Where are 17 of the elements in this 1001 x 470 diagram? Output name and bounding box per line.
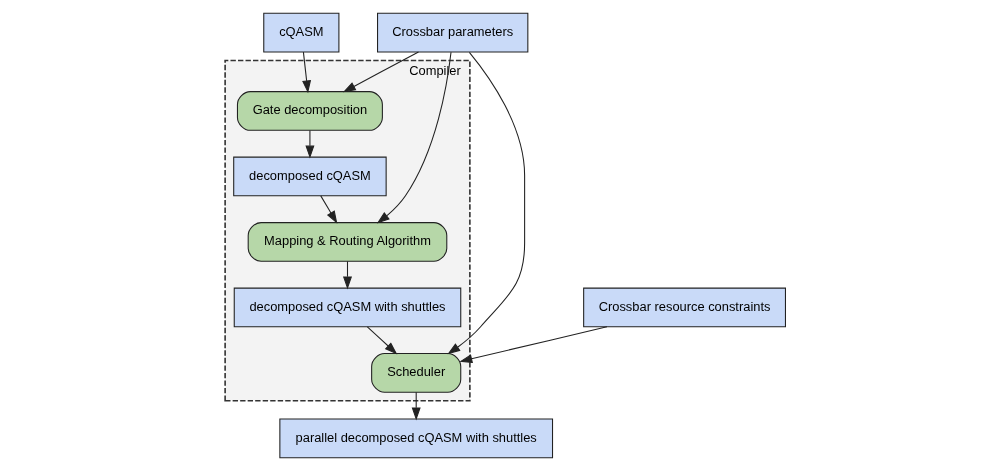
node-box: Crossbar parameters xyxy=(376,12,528,52)
node-box: Scheduler xyxy=(370,352,461,393)
node-box: Mapping & Routing Algorithm xyxy=(247,221,447,262)
node-box: parallel decomposed cQASM with shuttles xyxy=(278,418,553,458)
arrow xyxy=(446,51,525,354)
arrow xyxy=(304,129,314,158)
arrow xyxy=(319,194,337,224)
node-box: decomposed cQASM xyxy=(232,156,387,196)
node-box: decomposed cQASM with shuttles xyxy=(233,287,461,327)
arrow xyxy=(376,51,452,224)
arrow xyxy=(366,325,397,354)
node-box: Crossbar resource constraints xyxy=(582,287,786,327)
node-box: cQASM xyxy=(262,12,339,52)
node-box: Gate decomposition xyxy=(236,90,383,131)
arrow xyxy=(458,325,607,363)
arrow xyxy=(301,51,311,93)
arrow xyxy=(342,50,419,92)
